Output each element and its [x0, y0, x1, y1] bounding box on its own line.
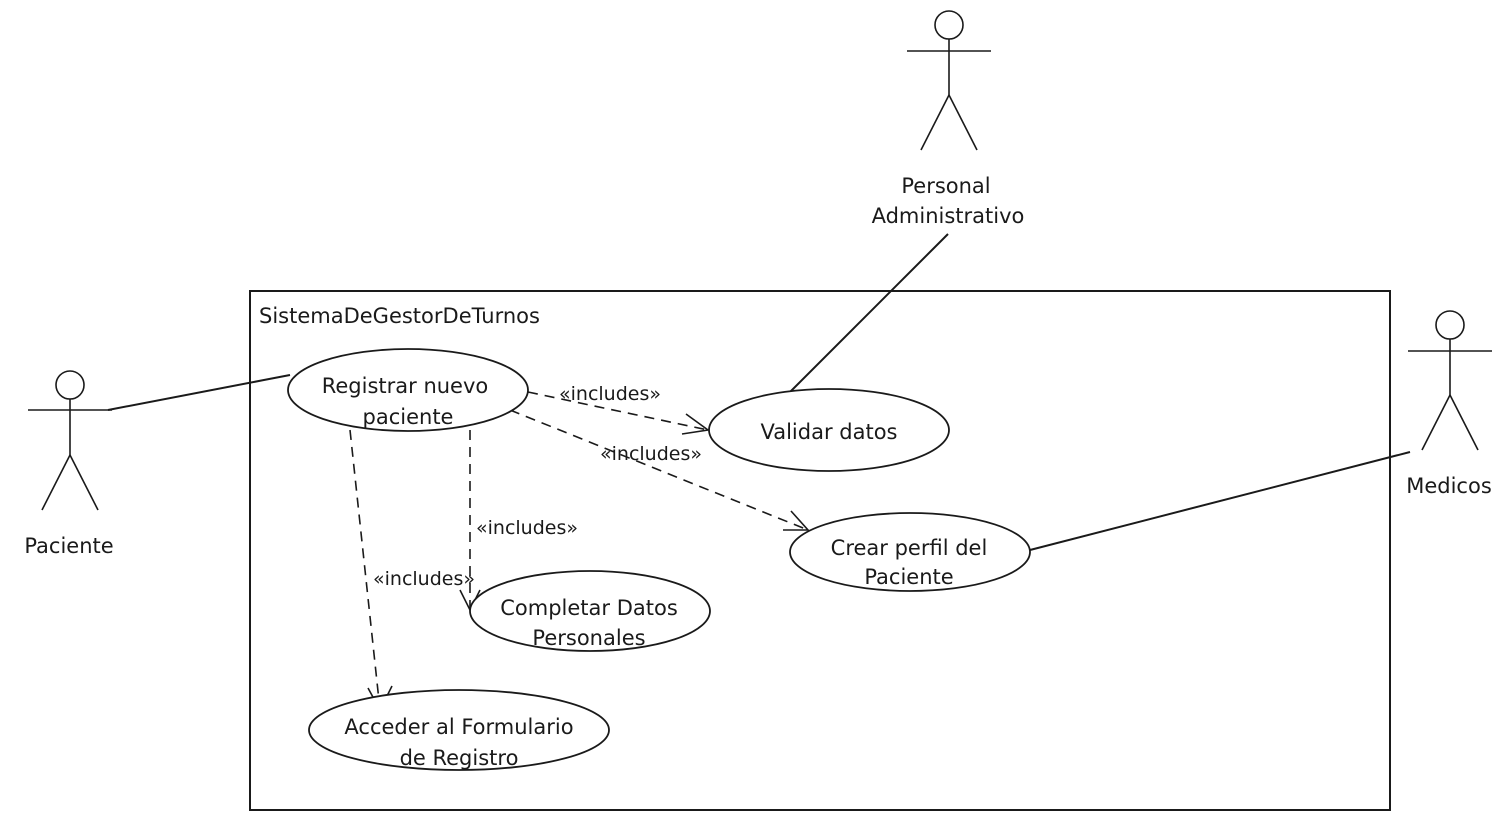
use-case-registrar[interactable]: Registrar nuevo paciente — [287, 348, 529, 432]
use-case-acceder[interactable]: Acceder al Formulario de Registro — [308, 689, 610, 771]
actor-paciente[interactable]: Paciente — [24, 370, 114, 558]
association-paciente-registrar — [107, 374, 291, 411]
svg-text:Crear perfil del: Crear perfil del — [831, 536, 988, 560]
include-label: «includes» — [476, 517, 578, 539]
include-label: «includes» — [600, 443, 702, 465]
svg-text:Paciente: Paciente — [864, 565, 953, 589]
actor-name: Medicos — [1406, 474, 1492, 498]
include-label: «includes» — [559, 383, 661, 405]
svg-text:paciente: paciente — [363, 405, 454, 429]
svg-text:Acceder al Formulario: Acceder al Formulario — [344, 715, 573, 739]
actor-name: Personal — [901, 174, 990, 198]
system-name: SistemaDeGestorDeTurnos — [259, 304, 540, 328]
actor-head-icon — [55, 370, 85, 400]
system-boundary — [249, 290, 1391, 811]
association-personal-validar — [789, 233, 949, 393]
actor-head-icon — [934, 10, 964, 40]
svg-text:Validar datos: Validar datos — [760, 420, 897, 444]
svg-text:Personales: Personales — [532, 626, 645, 650]
use-case-completar[interactable]: Completar Datos Personales — [469, 570, 711, 652]
svg-text:Registrar nuevo: Registrar nuevo — [322, 374, 489, 398]
actor-name: Paciente — [24, 534, 113, 558]
association-medicos-crear — [1029, 451, 1411, 551]
use-case-validar[interactable]: Validar datos — [708, 388, 950, 472]
actor-name: Administrativo — [872, 204, 1025, 228]
svg-text:de Registro: de Registro — [400, 746, 519, 770]
actor-medicos[interactable]: Medicos — [1406, 310, 1492, 498]
include-label: «includes» — [373, 568, 475, 590]
svg-text:Completar Datos: Completar Datos — [500, 596, 678, 620]
actor-personal-administrativo[interactable]: Personal Administrativo — [872, 10, 1025, 228]
include-validar — [527, 391, 711, 435]
include-crear — [509, 409, 810, 531]
use-case-crear[interactable]: Crear perfil del Paciente — [789, 512, 1031, 592]
actor-head-icon — [1435, 310, 1465, 340]
